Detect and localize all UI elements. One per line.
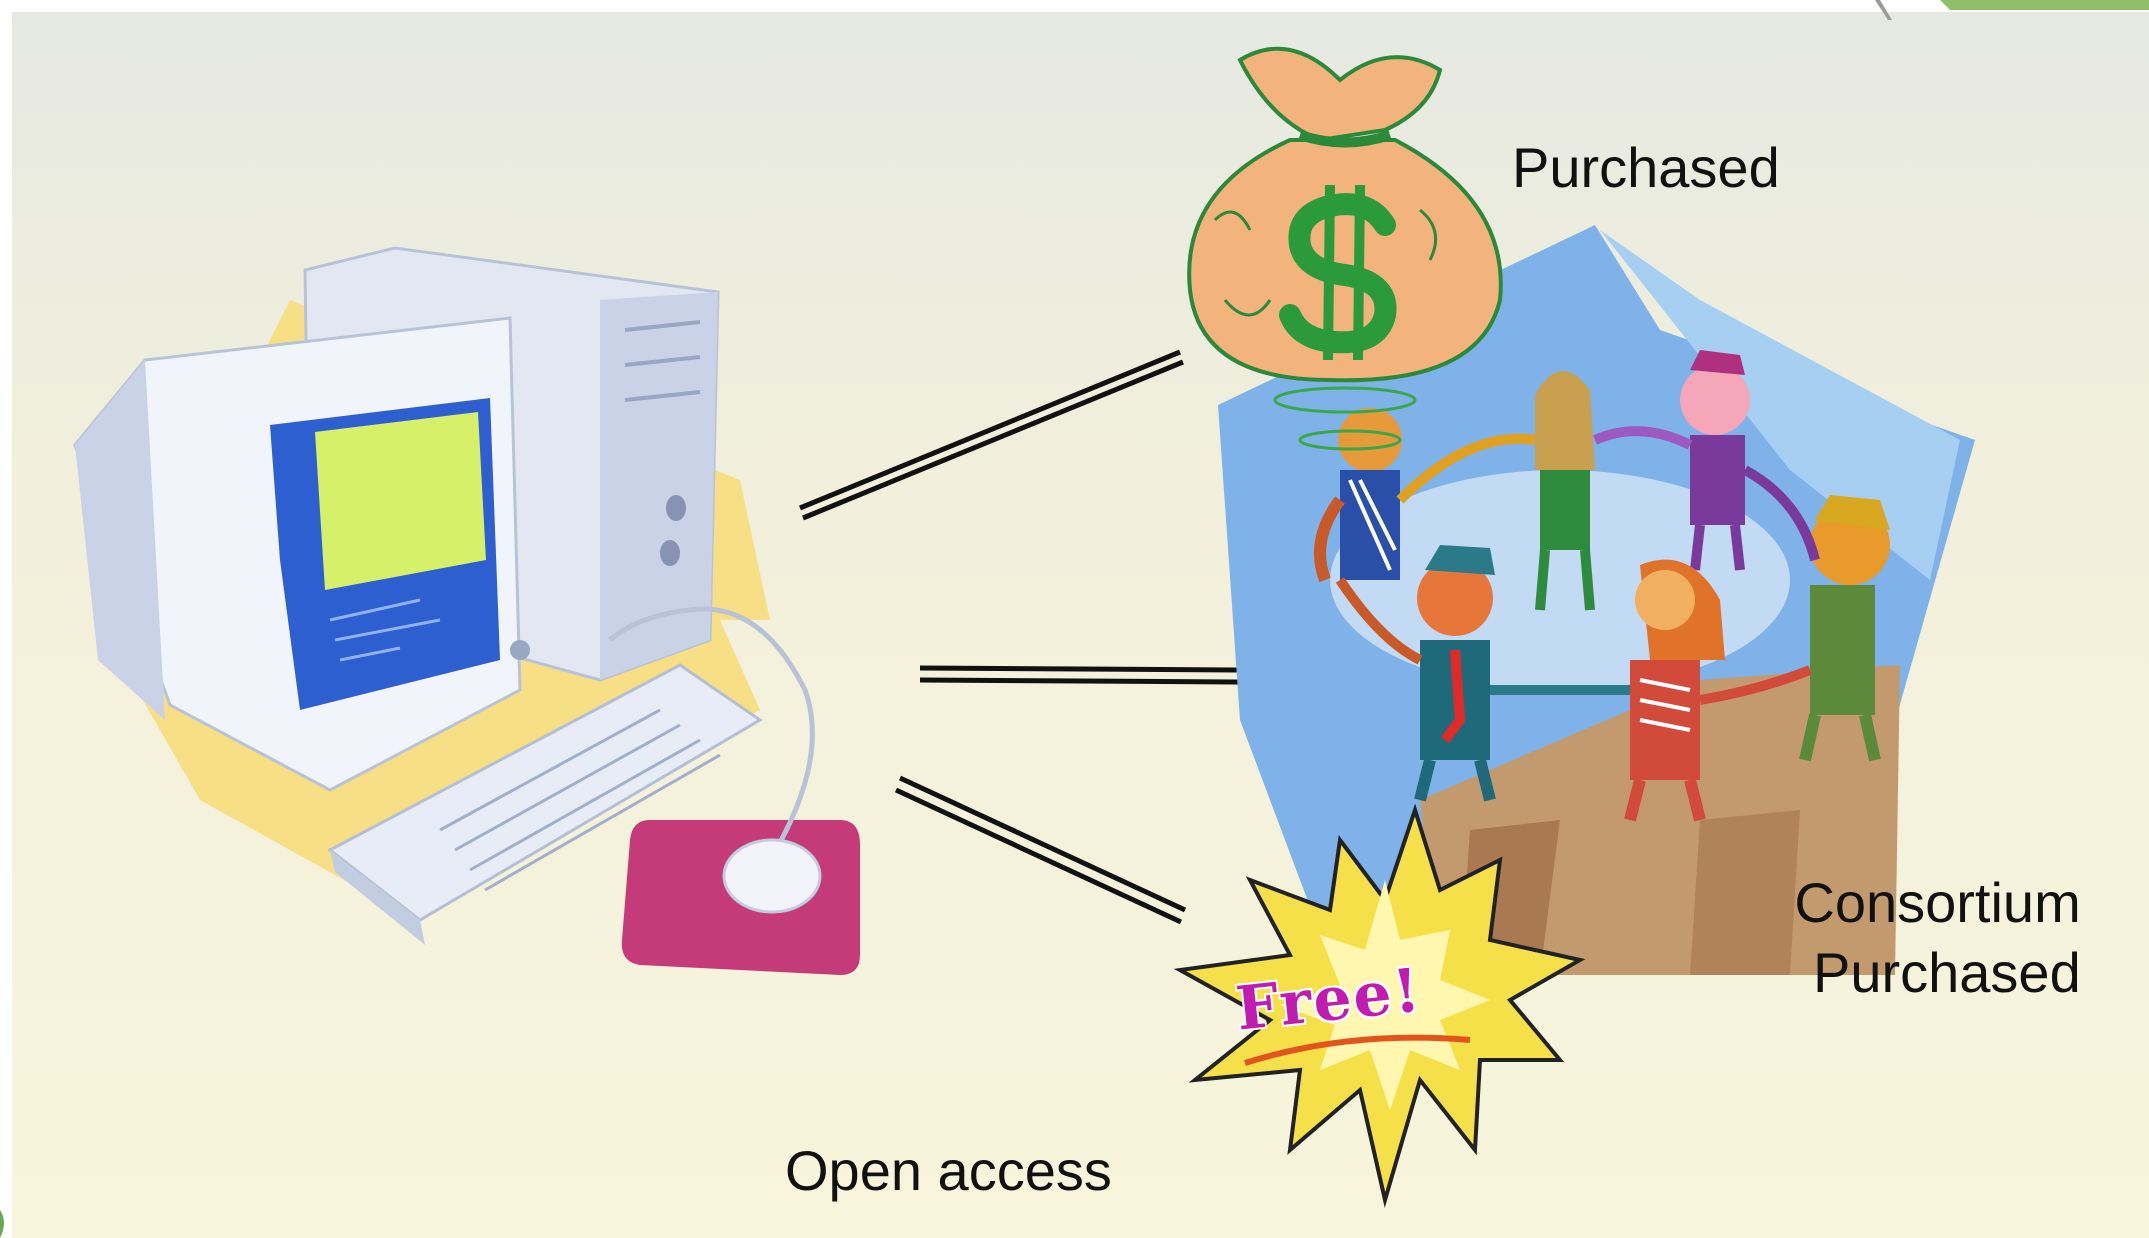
- line-to-purchased: [799, 349, 1181, 511]
- people-circle-icon: [1218, 225, 1975, 975]
- consortium-label-line2: Purchased: [1813, 941, 2081, 1004]
- line-to-purchased-2: [802, 359, 1184, 521]
- consortium-purchased-label: Consortium Purchased: [1777, 871, 2081, 1004]
- open-access-label: Open access: [785, 1139, 1112, 1202]
- consortium-label-line1: Consortium: [1794, 871, 2081, 934]
- purchased-label: Purchased: [1512, 136, 1780, 199]
- line-to-open-access: [898, 775, 1187, 913]
- money-bag-icon: [1187, 46, 1503, 451]
- computer-icon: [73, 246, 860, 975]
- line-to-open-access-2: [894, 787, 1183, 925]
- free-starburst-icon: [1173, 803, 1586, 1208]
